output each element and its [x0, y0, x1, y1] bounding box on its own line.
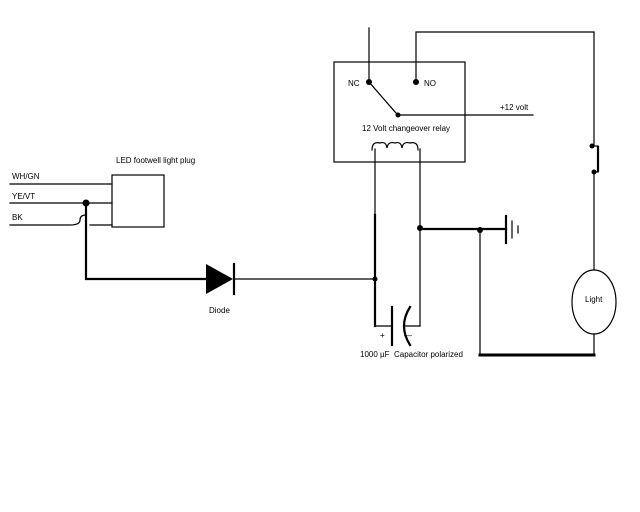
capacitor: + — 1000 µF Capacitor polarized — [360, 305, 463, 359]
led-plug-box — [111, 174, 165, 228]
relay-no-to-light-wire — [415, 31, 595, 147]
door-switch-terminal-top — [589, 143, 595, 149]
diode: Diode — [206, 262, 376, 315]
light-label: Light — [585, 295, 603, 304]
plug-to-diode-wire — [84, 201, 208, 281]
led-plug-label: LED footwell light plug — [116, 156, 195, 165]
relay-no-label: NO — [424, 79, 436, 88]
relay: NC NO 12 Volt changeover relay — [333, 61, 466, 163]
bk-label: BK — [12, 213, 23, 222]
relay-coil-icon — [371, 141, 419, 151]
junction-ground-return — [477, 227, 483, 233]
plus12-label: +12 volt — [500, 103, 529, 112]
ground-symbol — [418, 214, 519, 245]
yevt-label: YE/VT — [12, 192, 35, 201]
led-plug: LED footwell light plug WH/GN YE/VT BK — [9, 156, 195, 228]
diode-label: Diode — [209, 306, 230, 315]
relay-title: 12 Volt changeover relay — [362, 124, 450, 133]
capacitor-minus-label: — — [404, 331, 412, 340]
capacitor-value-label: 1000 µF — [360, 350, 390, 359]
door-switch — [589, 143, 600, 271]
relay-box — [333, 61, 466, 163]
capacitor-plus-label: + — [380, 331, 385, 340]
bk-wire — [9, 211, 87, 226]
relay-nc-label: NC — [348, 79, 360, 88]
capacitor-type-label: Capacitor polarized — [394, 350, 463, 359]
whgn-label: WH/GN — [12, 172, 40, 181]
capacitor-plate-minus — [402, 305, 412, 347]
relay-switch-arm — [368, 81, 397, 114]
diode-icon — [206, 264, 233, 294]
